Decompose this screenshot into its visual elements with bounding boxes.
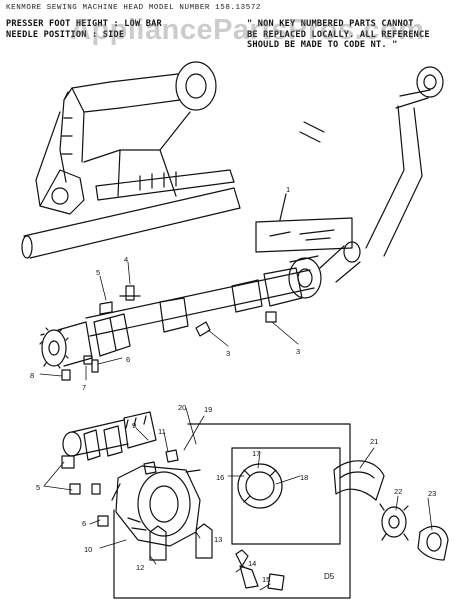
shuttle-housing (111, 465, 201, 547)
shaft-screws (61, 285, 277, 381)
callout-6: 6 (126, 355, 130, 364)
position-pins (149, 523, 285, 591)
callout-17: 17 (252, 449, 260, 458)
model-header: KENMORE SEWING MACHINE HEAD MODEL NUMBER… (6, 4, 262, 12)
callout-10: 10 (84, 545, 92, 554)
replacement-note-line-1: " NON KEY NUMBERED PARTS CANNOT (247, 19, 414, 29)
callout-leaders (39, 261, 433, 591)
callout-15: 15 (262, 575, 270, 584)
callout-6-lower: 6 (82, 519, 86, 528)
callout-9: 9 (132, 421, 136, 430)
watermark: AppliancePartsPros.com (70, 14, 425, 46)
part-1-tag (255, 193, 353, 253)
callout-20: 20 (178, 403, 186, 412)
callout-13: 13 (214, 535, 222, 544)
replacement-note: " NON KEY NUMBERED PARTS CANNOT BE REPLA… (247, 19, 430, 51)
callout-4: 4 (124, 255, 128, 264)
callout-5-lower: 5 (36, 483, 40, 492)
callout-1: 1 (286, 185, 290, 194)
callout-numbers: 1 3 3 4 5 6 7 8 9 10 11 12 13 14 15 16 1… (30, 185, 436, 584)
presser-foot-note: PRESSER FOOT HEIGHT : LOW BAR NEEDLE POS… (6, 19, 162, 40)
callout-7: 7 (82, 383, 86, 392)
hook-drive-assembly (61, 411, 179, 527)
replacement-note-line-3: SHOULD BE MADE TO CODE NT. " (247, 40, 398, 50)
replacement-note-line-2: BE REPLACED LOCALLY. ALL REFERENCE (247, 29, 430, 40)
callout-12: 12 (136, 563, 144, 572)
page-code: D5 (324, 572, 335, 581)
handwheel-arm-sketch (299, 66, 444, 283)
callout-18: 18 (300, 473, 308, 482)
machine-head-sketch (21, 61, 241, 259)
callout-23: 23 (428, 489, 436, 498)
callout-14: 14 (248, 559, 256, 568)
callout-3a: 3 (226, 349, 230, 358)
callout-21: 21 (370, 437, 378, 446)
callout-8: 8 (30, 371, 34, 380)
shuttle-race-inset (231, 447, 341, 545)
needle-position-text: NEEDLE POSITION : SIDE (6, 29, 125, 40)
callout-22: 22 (394, 487, 402, 496)
presser-foot-height-text: PRESSER FOOT HEIGHT : LOW BAR (6, 19, 162, 29)
inset-frame (113, 423, 351, 599)
callout-5: 5 (96, 268, 100, 277)
callout-16: 16 (216, 473, 224, 482)
callout-11: 11 (158, 427, 166, 436)
main-shaft-assembly (39, 255, 322, 369)
bobbin-case-parts (333, 460, 449, 561)
callout-3b: 3 (296, 347, 300, 356)
callout-19: 19 (204, 405, 212, 414)
